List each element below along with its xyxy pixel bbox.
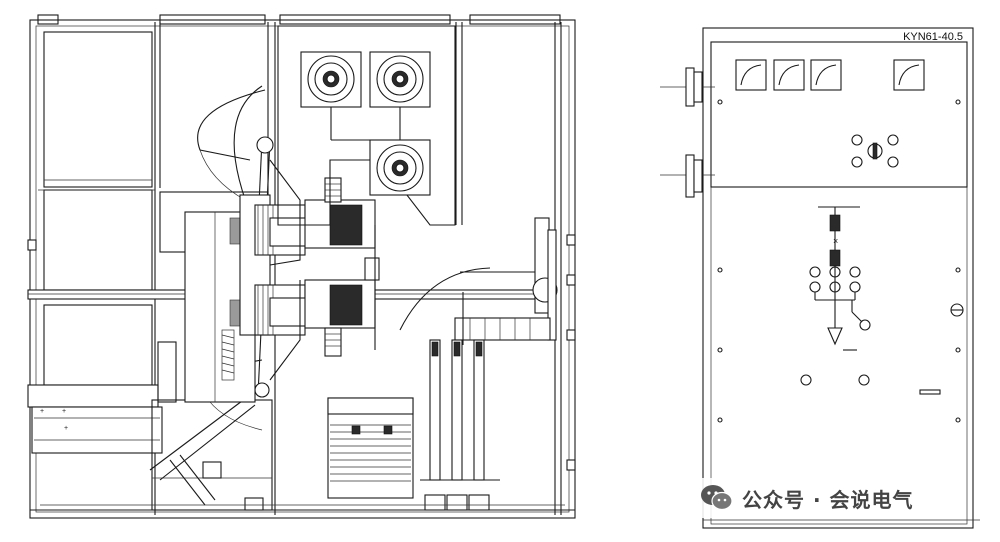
panel-meters: [735, 59, 925, 91]
wechat-icon: [701, 485, 733, 511]
spout-insulator-upper: [304, 177, 376, 249]
svg-text:+: +: [62, 408, 66, 415]
voltage-transformer: [327, 397, 414, 499]
busbar-compartment: [277, 25, 456, 226]
side-bushings: [660, 67, 715, 198]
switchgear-side-section-view: + + +: [27, 14, 576, 519]
svg-text:×: ×: [833, 236, 838, 246]
watermark-text: 公众号 · 会说电气: [742, 487, 914, 512]
door-handle-icon: [950, 303, 964, 317]
model-label: KYN61-40.5: [903, 31, 963, 43]
watermark: 公众号 · 会说电气: [694, 478, 920, 518]
breaker-springs: [221, 329, 235, 381]
cable-terminations: [420, 339, 500, 511]
switchgear-front-view: KYN61-40.5: [660, 27, 980, 529]
svg-text:+: +: [64, 425, 68, 432]
spout-insulator-lower: [304, 279, 376, 357]
svg-text:+: +: [40, 408, 44, 415]
mimic-diagram: ×: [809, 206, 871, 351]
control-switches: [851, 134, 899, 168]
